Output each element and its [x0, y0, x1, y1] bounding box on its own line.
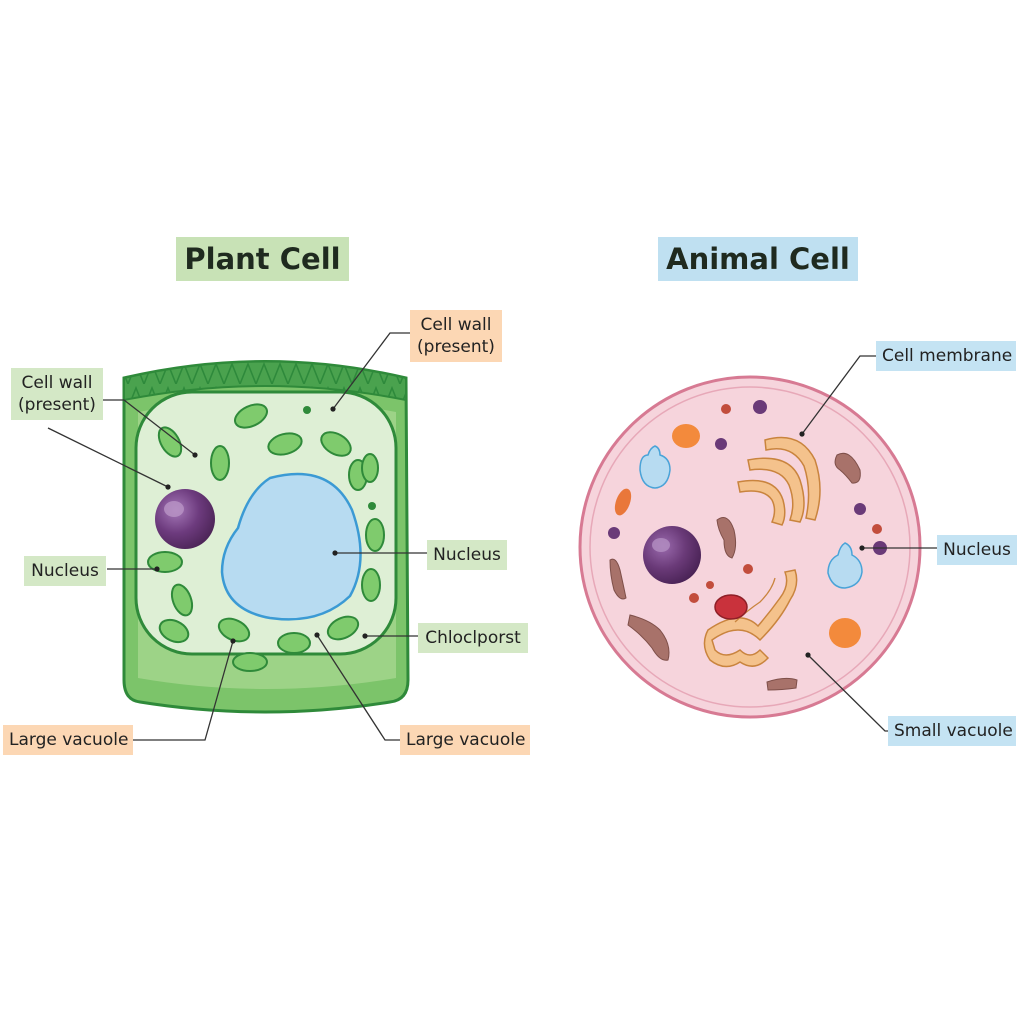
- chloroplast: [157, 426, 183, 458]
- label-nucleus-right: Nucleus: [427, 540, 507, 570]
- plant-leader-dots: [154, 406, 368, 644]
- plant-nucleolus: [164, 501, 184, 517]
- animal-golgi: [737, 436, 821, 526]
- chloroplast: [326, 615, 360, 641]
- label-large-vacuole-right: Large vacuole: [400, 725, 530, 755]
- leader-line-cell-wall-top: [332, 332, 410, 410]
- chloroplast: [210, 445, 230, 481]
- animal-mitochondria: [609, 452, 861, 691]
- animal-vesicle: [829, 618, 861, 648]
- label-small-vacuole: Small vacuole: [888, 716, 1016, 746]
- leader-line-cell-wall-left: [100, 399, 196, 456]
- animal-vesicle: [672, 424, 700, 448]
- chloroplast: [217, 617, 251, 643]
- animal-nucleolus: [652, 538, 670, 552]
- animal-vesicle: [614, 488, 632, 516]
- animal-cell-title: Animal Cell: [658, 237, 858, 281]
- plant-cell-title: Plant Cell: [176, 237, 349, 281]
- label-chloroplast: Chloclporst: [418, 623, 528, 653]
- label-cell-wall-left: Cell wall (present): [11, 368, 103, 420]
- animal-leader-dots: [799, 431, 865, 658]
- plant-large-vacuole: [220, 472, 362, 621]
- animal-cell-inner-membrane: [589, 386, 911, 708]
- animal-small-vacuole: [827, 542, 863, 589]
- chloroplast: [320, 431, 352, 457]
- leader-line-nucleus-left-arrow: [47, 427, 169, 488]
- label-cell-wall-top: Cell wall (present): [410, 310, 502, 362]
- leader-line-cell-membrane: [801, 355, 877, 435]
- chloroplast: [170, 583, 194, 617]
- plant-leader-lines: [47, 332, 428, 741]
- plant-cell-wall-hatch: [124, 361, 406, 400]
- plant-nucleus: [155, 489, 215, 549]
- label-nucleus-left: Nucleus: [24, 556, 106, 586]
- animal-cell: [578, 375, 922, 719]
- animal-lysosome: [714, 594, 748, 620]
- chloroplast: [277, 632, 311, 654]
- leader-line-large-vacuole-left: [132, 640, 234, 741]
- animal-granules: [608, 400, 887, 603]
- label-nucleus-animal: Nucleus: [937, 535, 1017, 565]
- plant-cell: [122, 360, 410, 714]
- label-large-vacuole-left: Large vacuole: [3, 725, 133, 755]
- plant-granule: [368, 502, 376, 510]
- plant-chloroplasts: [147, 403, 385, 672]
- chloroplast: [234, 403, 268, 429]
- label-cell-membrane: Cell membrane: [876, 341, 1016, 371]
- leader-line-large-vacuole-right: [316, 634, 400, 741]
- chloroplast: [158, 618, 190, 644]
- plant-granule: [303, 406, 311, 414]
- chloroplast: [365, 518, 385, 552]
- chloroplast: [267, 432, 303, 456]
- chloroplast: [361, 453, 379, 483]
- chloroplast: [361, 568, 381, 602]
- animal-small-vacuole: [639, 445, 671, 489]
- chloroplast: [232, 652, 268, 672]
- animal-nucleus: [643, 526, 701, 584]
- leader-line-small-vacuole: [807, 654, 888, 732]
- animal-leader-lines: [801, 355, 937, 732]
